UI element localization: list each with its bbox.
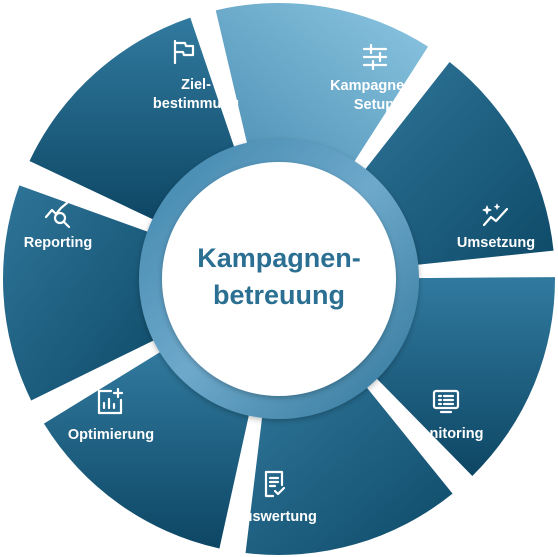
segment-label-line1: Ziel-: [181, 77, 211, 93]
center-title-line1: Kampagnen-: [197, 243, 361, 273]
segment-label-line2: bestimmung: [152, 96, 240, 112]
sliders-icon: [362, 43, 388, 71]
segment-label-monitoring: Monitoring: [409, 425, 484, 444]
segment-label-line1: Auswertung: [233, 509, 317, 525]
segment-auswertung: [43, 348, 251, 549]
segment-label-auswertung: Auswertung: [233, 508, 317, 527]
segment-label-zielbestimmung: Ziel- bestimmung: [153, 76, 239, 114]
chart-plus-icon: [97, 387, 124, 415]
segment-reporting: [29, 17, 237, 223]
segment-label-line1: Optimierung: [67, 427, 155, 443]
segment-label-umsetzung: Umsetzung: [457, 234, 535, 253]
segment-optimierung: [3, 185, 161, 401]
center-title: Kampagnen- betreuung: [179, 240, 379, 314]
sparkle-trend-icon: [482, 203, 509, 227]
segment-zielbestimmung: [215, 3, 429, 168]
segment-label-reporting: Reporting: [24, 234, 92, 253]
center-disc: [162, 162, 396, 396]
segment-label-line2: Setup: [353, 97, 395, 113]
segment-label-line1: Monitoring: [408, 426, 484, 442]
analytics-search-icon: [44, 201, 71, 229]
segment-monitoring: [245, 381, 453, 555]
segment-kampagnensetup: [360, 62, 554, 266]
segment-label-line1: Kampagnen-: [330, 78, 418, 94]
segment-umsetzung: [371, 277, 555, 476]
checklist-icon: [264, 470, 286, 498]
segment-label-line1: Reporting: [23, 235, 93, 251]
monitor-icon: [432, 389, 460, 414]
segment-label-line1: Umsetzung: [456, 235, 536, 251]
center-title-line2: betreuung: [213, 280, 345, 310]
segment-label-kampagnen-setup: Kampagnen- Setup: [330, 77, 418, 115]
flag-icon: [173, 39, 195, 65]
segment-label-optimierung: Optimierung: [68, 426, 154, 445]
